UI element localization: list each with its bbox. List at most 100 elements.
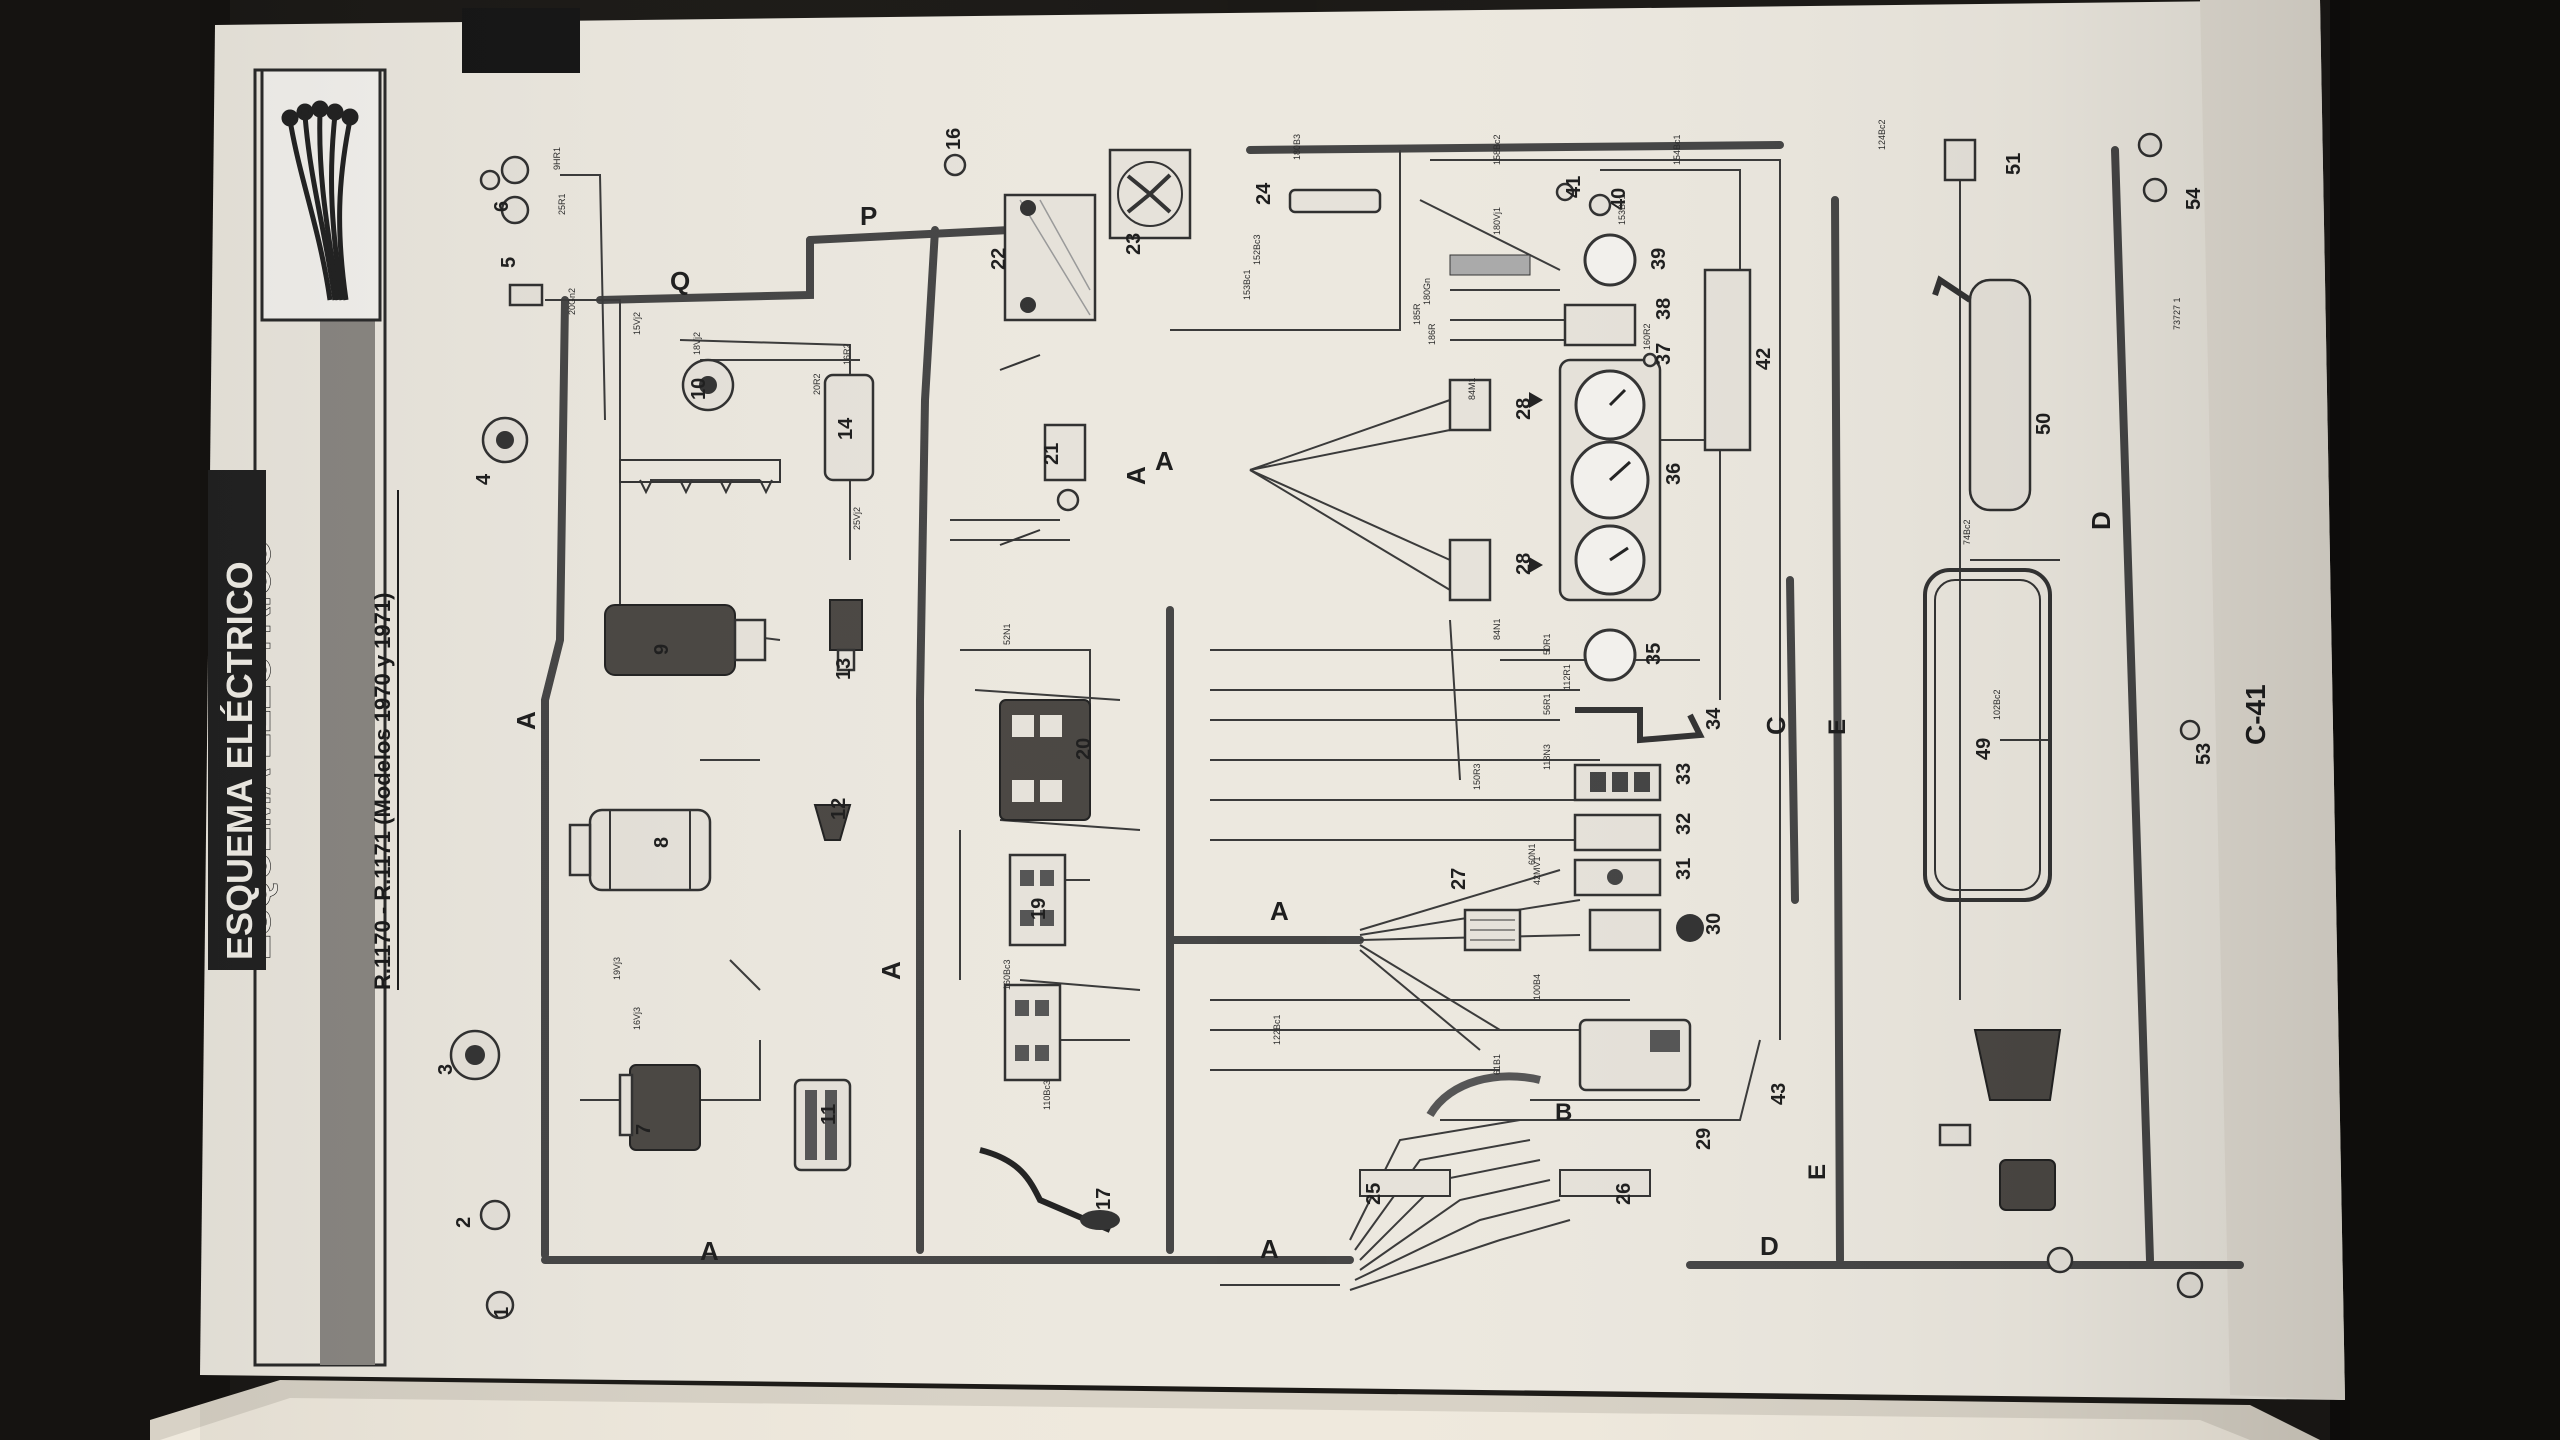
component-number: 28 (1513, 398, 1535, 420)
component-number: 5 (498, 257, 520, 268)
connector-26 (1559, 1169, 1651, 1197)
switch-27 (1463, 908, 1522, 952)
fan-23 (1108, 148, 1192, 240)
wire-code: 20Gn2 (567, 288, 577, 315)
component-number: 14 (835, 417, 857, 440)
harness-top (1246, 141, 1784, 154)
component-51 (1943, 138, 1977, 182)
harness-label: B (1555, 1099, 1572, 1126)
harness-label: A (1260, 1234, 1279, 1264)
wire-code: 160R2 (1642, 323, 1652, 350)
wire-code: 18Vj2 (692, 332, 702, 355)
component-number: 51 (2003, 153, 2025, 175)
component-number: 2 (453, 1217, 475, 1228)
wire-code: 42MV1 (1532, 856, 1542, 885)
wire-code: 124Bc2 (1877, 119, 1887, 150)
component-number: 20 (1073, 738, 1095, 760)
component-number: 12 (828, 798, 850, 820)
wire-code: 84N1 (1492, 618, 1502, 640)
wire-code: 84M1 (1467, 377, 1477, 400)
component-number: 19 (1028, 898, 1050, 920)
wire-code: 16Vj3 (632, 1007, 642, 1030)
harness-label: A (1155, 446, 1174, 476)
component-number: 29 (1693, 1128, 1715, 1150)
wire-code: 158Bc2 (1492, 134, 1502, 165)
wire-code: 150R3 (1472, 763, 1482, 790)
wire-code: 154Bc1 (1672, 134, 1682, 165)
component-number: 24 (1253, 182, 1275, 205)
wire-code: 9HR1 (552, 147, 562, 170)
component-number: 7 (633, 1124, 655, 1135)
harness-label: A (511, 711, 541, 730)
component-number: 31 (1673, 858, 1695, 880)
horn-4 (481, 416, 529, 464)
wire-code: 61B1 (1492, 1054, 1502, 1075)
wire-code: 186R (1427, 323, 1437, 345)
component-number: 28 (1513, 553, 1535, 575)
wire-code: 180B3 (1292, 134, 1302, 160)
component-42 (1703, 268, 1752, 452)
harness-label: P (860, 201, 877, 231)
harness-label: A (876, 961, 906, 980)
wire-code: 160Bc3 (1002, 959, 1012, 990)
component-38 (1563, 303, 1637, 347)
harness-label: A (700, 1236, 719, 1266)
generator-8 (568, 808, 712, 892)
harness-label: E (1824, 719, 1851, 735)
component-number: 34 (1703, 707, 1725, 730)
component-number: 36 (1663, 463, 1685, 485)
component-number: 26 (1613, 1183, 1635, 1205)
wire-code: 74Bc2 (1962, 519, 1972, 545)
component-number: 25 (1363, 1183, 1385, 1205)
component-number: 37 (1653, 343, 1675, 365)
page-number: C-41 (2240, 684, 2271, 745)
wire-code: 50R1 (1542, 633, 1552, 655)
black-tab (462, 8, 580, 73)
harness-label: Q (670, 266, 690, 296)
wire-code: 185R (1412, 303, 1422, 325)
harness-label: E (1804, 1164, 1831, 1180)
component-number: 23 (1123, 233, 1145, 255)
harness-label: A (1270, 896, 1289, 926)
wire-code: 25Vj2 (852, 507, 862, 530)
component-5 (508, 283, 544, 307)
component-number: 41 (1563, 176, 1585, 198)
component-number: 21 (1041, 443, 1063, 465)
component-number: 35 (1643, 643, 1665, 665)
wire-code: 122Bc1 (1272, 1014, 1282, 1045)
component-number: 27 (1448, 868, 1470, 890)
wire-code: 16R2 (842, 343, 852, 365)
resistor-39 (1449, 254, 1531, 276)
wire-code: 20R2 (812, 373, 822, 395)
right-shadow (2330, 0, 2560, 1440)
gauge-39 (1583, 233, 1637, 287)
harness-label: D (1760, 1231, 1779, 1261)
wire-code: 52N1 (1002, 623, 1012, 645)
component-number: 6 (491, 201, 513, 212)
wire-code: 180Gn (1422, 278, 1432, 305)
bulb-16 (943, 153, 967, 177)
wire-code: 110Bc3 (1042, 1080, 1052, 1110)
connector-28-bottom (1448, 538, 1492, 602)
wire-code: 19Vj3 (612, 957, 622, 980)
component-number: 32 (1673, 813, 1695, 835)
page-subtitle: R.1170 - R.1171 (Modelos 1970 y 1971) (370, 593, 395, 990)
wire-code: 25R1 (557, 193, 567, 215)
harness-label: D (2086, 511, 2116, 530)
relay-18 (1003, 983, 1062, 1082)
harness-c (1786, 576, 1799, 904)
component-number: 50 (2033, 413, 2055, 435)
wire-code: 118N3 (1542, 744, 1552, 770)
harness-label: C (1761, 716, 1791, 735)
wire-code: 152Bc3 (1252, 234, 1262, 265)
lamp-24 (1288, 188, 1382, 214)
component-number: 1 (491, 1307, 513, 1318)
component-29 (1578, 1018, 1692, 1092)
wire-code: 56R1 (1542, 693, 1552, 715)
component-number: 4 (473, 473, 495, 485)
wire-code: 112R1 (1562, 664, 1572, 690)
component-number: 49 (1973, 738, 1995, 760)
pedal-17-foot (1080, 1210, 1120, 1230)
